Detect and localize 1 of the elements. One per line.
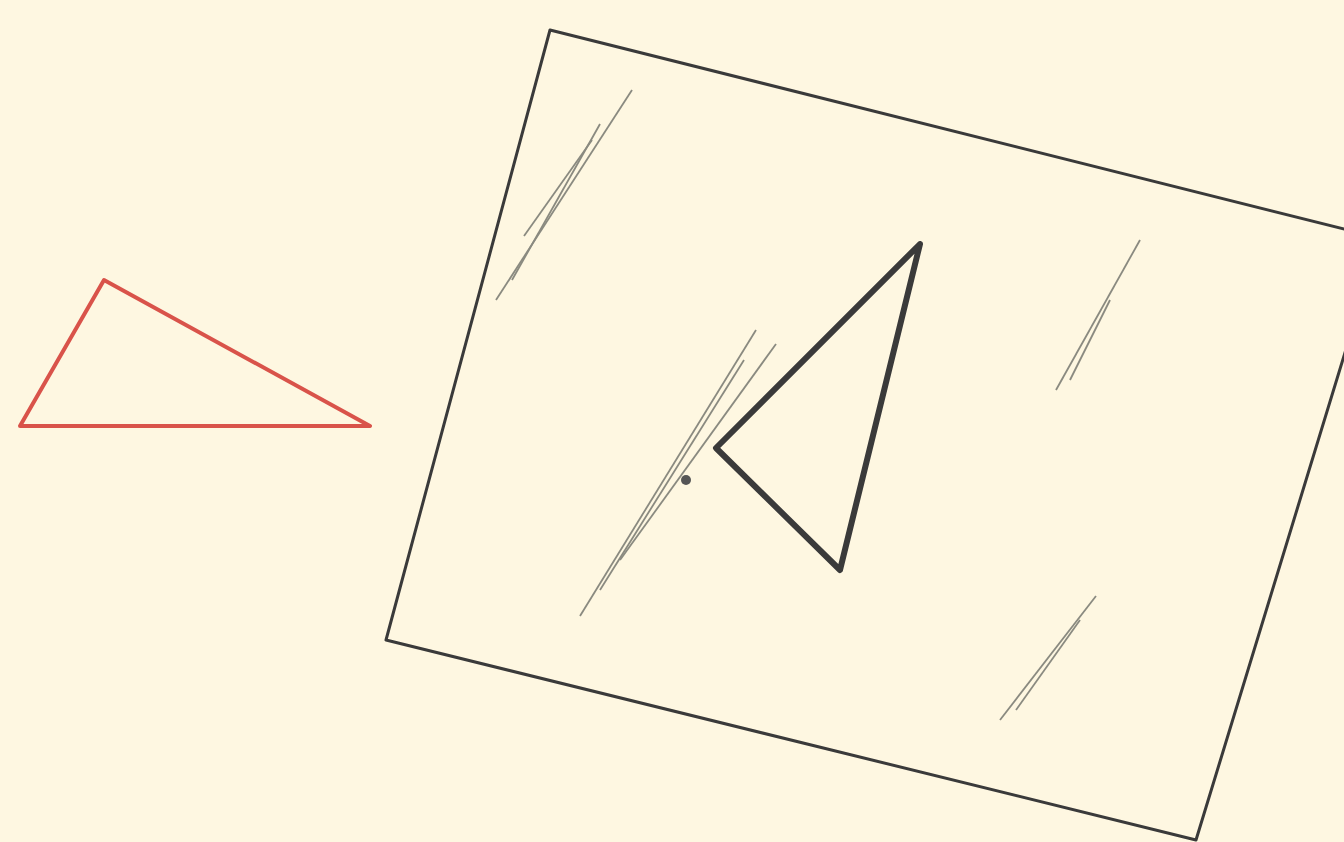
glass-pane xyxy=(380,24,1344,842)
